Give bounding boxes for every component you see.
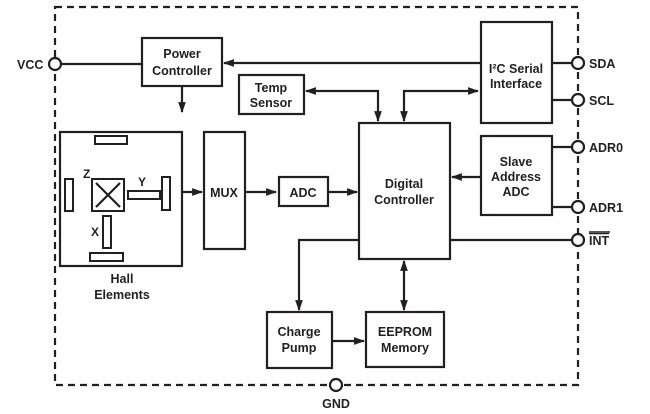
i2c-interface-label-2: Interface xyxy=(490,77,542,91)
hall-y-sensor xyxy=(127,190,161,200)
adc-block: ADC xyxy=(277,175,330,208)
hall-z-sensor xyxy=(91,178,125,212)
pin-int-label: INT xyxy=(589,234,610,248)
hall-x-label: X xyxy=(91,225,99,239)
hall-y-label: Y xyxy=(138,175,146,189)
eeprom-label-2: Memory xyxy=(381,341,429,355)
digital-controller-label-1: Digital xyxy=(385,177,423,191)
hall-elements-label-2: Elements xyxy=(94,288,150,302)
pin-sda: SDA xyxy=(570,55,615,71)
hall-x-sensor xyxy=(102,215,112,249)
hall-sensor-left xyxy=(64,178,74,212)
digital-controller-block: Digital Controller xyxy=(357,121,452,261)
hall-sensor-bottom xyxy=(89,252,124,262)
hall-elements-label-1: Hall xyxy=(111,272,134,286)
temp-sensor-label-2: Sensor xyxy=(250,96,293,110)
pin-adr0-label: ADR0 xyxy=(589,141,623,155)
adc-label: ADC xyxy=(289,186,316,200)
pin-vcc: VCC xyxy=(17,56,63,72)
wire-temp-digital xyxy=(304,87,382,123)
hall-elements-block: Z Y X xyxy=(58,130,184,268)
eeprom-label-1: EEPROM xyxy=(378,325,432,339)
wire-digital-i2c xyxy=(400,87,480,123)
hall-sensor-top xyxy=(94,135,128,145)
pin-gnd-label: GND xyxy=(322,397,350,411)
pin-gnd: GND xyxy=(322,377,350,411)
slave-address-label-1: Slave xyxy=(500,155,533,169)
pin-adr1-label: ADR1 xyxy=(589,201,623,215)
temp-sensor-block: Temp Sensor xyxy=(237,73,306,116)
power-controller-block: Power Controller xyxy=(140,36,224,88)
pin-vcc-label: VCC xyxy=(17,58,43,72)
pin-scl-label: SCL xyxy=(589,94,614,108)
hall-z-label: Z xyxy=(83,167,90,181)
slave-address-adc-block: Slave Address ADC xyxy=(479,134,554,217)
i2c-interface-label-1: I²C Serial xyxy=(489,62,543,76)
mux-block: MUX xyxy=(202,130,247,251)
temp-sensor-label-1: Temp xyxy=(255,81,288,95)
slave-address-label-3: ADC xyxy=(502,185,529,199)
pin-scl: SCL xyxy=(570,92,614,108)
pin-adr1: ADR1 xyxy=(570,199,623,215)
pin-int: INT xyxy=(570,231,610,248)
charge-pump-label-2: Pump xyxy=(282,341,317,355)
chip-boundary xyxy=(53,5,580,387)
mux-label: MUX xyxy=(210,186,238,200)
i2c-interface-block: I²C Serial Interface xyxy=(479,20,554,125)
slave-address-label-2: Address xyxy=(491,170,541,184)
pin-sda-label: SDA xyxy=(589,57,615,71)
wire-digital-chargepump xyxy=(295,238,359,312)
eeprom-block: EEPROM Memory xyxy=(364,310,446,369)
pin-adr0: ADR0 xyxy=(570,139,623,155)
digital-controller-label-2: Controller xyxy=(374,193,434,207)
power-controller-label-2: Controller xyxy=(152,64,212,78)
power-controller-label-1: Power xyxy=(163,47,201,61)
charge-pump-label-1: Charge xyxy=(277,325,320,339)
hall-sensor-right xyxy=(161,176,171,211)
charge-pump-block: Charge Pump xyxy=(265,310,334,370)
